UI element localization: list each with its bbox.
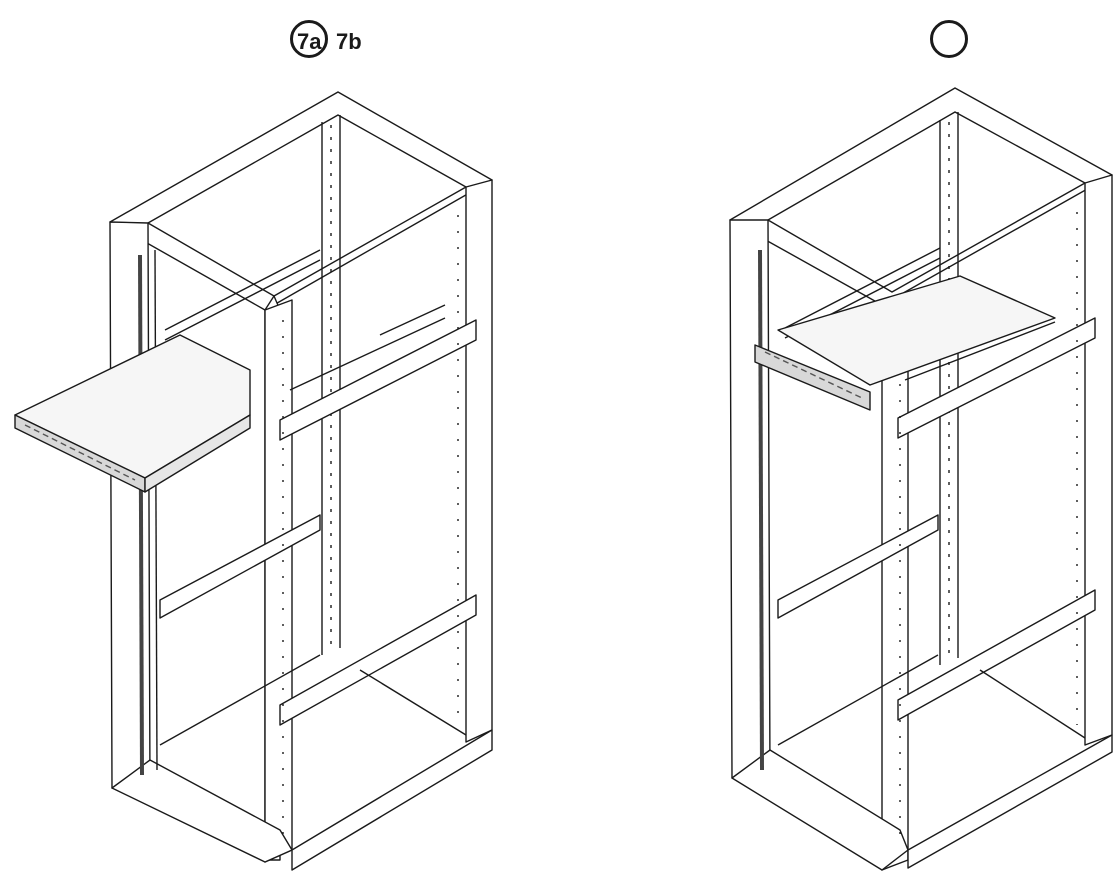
server-extended-side: [144, 414, 251, 493]
step-7b-circle: [930, 20, 968, 58]
rack-right-post-right: [1084, 174, 1113, 746]
rack-left-bottom-right: [291, 729, 493, 871]
rack-right-rail-side: [777, 514, 939, 619]
server-extended: [14, 334, 251, 493]
server-installed-top: [777, 275, 1056, 386]
rack-right-rail-upper: [897, 317, 1096, 439]
rack-right-post-front: [881, 294, 909, 871]
rack-right-rail-middle: [897, 589, 1096, 721]
rack-right: [729, 87, 1113, 871]
rack-left-rail-side: [159, 514, 321, 619]
step-7a-label: 7a: [297, 29, 322, 54]
server-installed: [754, 275, 1056, 411]
rack-left: [109, 91, 493, 871]
rack-right-bottom-right: [907, 734, 1113, 869]
step-7b-label: 7b: [336, 29, 362, 54]
step-7a-circle: [290, 20, 328, 58]
rack-left-post-right: [465, 179, 493, 743]
rack-left-post-front-face: [264, 299, 293, 863]
rack-right-post-left: [729, 219, 771, 781]
rack-left-rail-middle: [279, 594, 477, 726]
rack-left-rail-upper: [279, 319, 477, 441]
rack-left-post-left: [109, 221, 151, 791]
